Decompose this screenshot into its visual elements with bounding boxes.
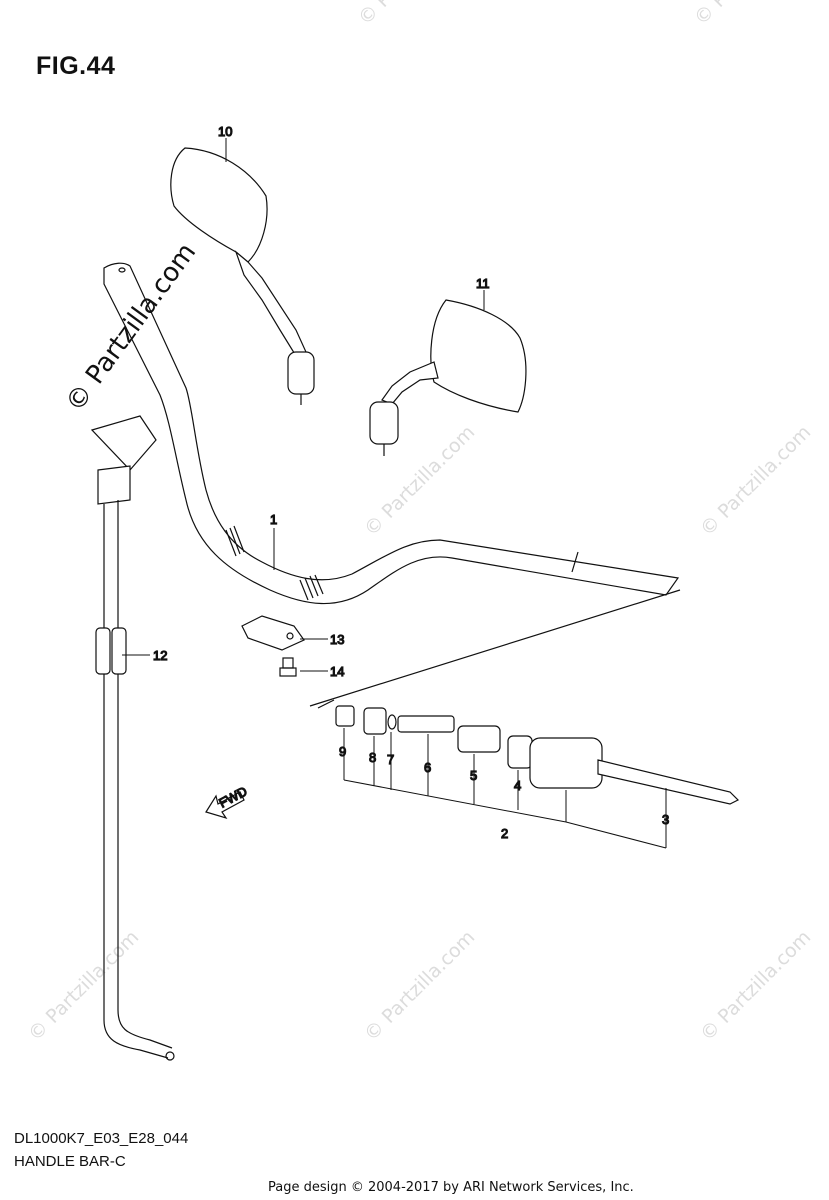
forward-direction-arrow: FWD <box>205 783 250 820</box>
callout-14: 14 <box>330 664 344 679</box>
callout-8: 8 <box>369 750 376 765</box>
diagram-name: HANDLE BAR-C <box>14 1153 126 1170</box>
callout-1: 1 <box>270 512 277 527</box>
callout-4: 4 <box>514 778 521 793</box>
callout-10: 10 <box>218 124 232 139</box>
callout-2: 2 <box>501 826 508 841</box>
callout-11: 11 <box>476 276 490 291</box>
callout-12: 12 <box>153 648 167 663</box>
balancer-assembly <box>309 589 740 805</box>
callout-3: 3 <box>662 812 669 827</box>
callout-6: 6 <box>424 760 431 775</box>
right-mirror-part <box>369 299 527 456</box>
callout-13: 13 <box>330 632 344 647</box>
figure-title: FIG.44 <box>36 52 116 80</box>
callout-7: 7 <box>387 752 394 767</box>
leader-lines <box>122 138 667 849</box>
handlebar-part <box>103 262 680 605</box>
page-credit: Page design © 2004-2017 by ARI Network S… <box>268 1180 634 1195</box>
throttle-cable-part <box>90 415 175 1061</box>
left-mirror-part <box>170 147 315 405</box>
bracket-part <box>241 615 305 651</box>
diagram-code: DL1000K7_E03_E28_044 <box>14 1130 189 1147</box>
screw-part <box>279 657 297 677</box>
callout-5: 5 <box>470 768 477 783</box>
callout-9: 9 <box>339 744 346 759</box>
